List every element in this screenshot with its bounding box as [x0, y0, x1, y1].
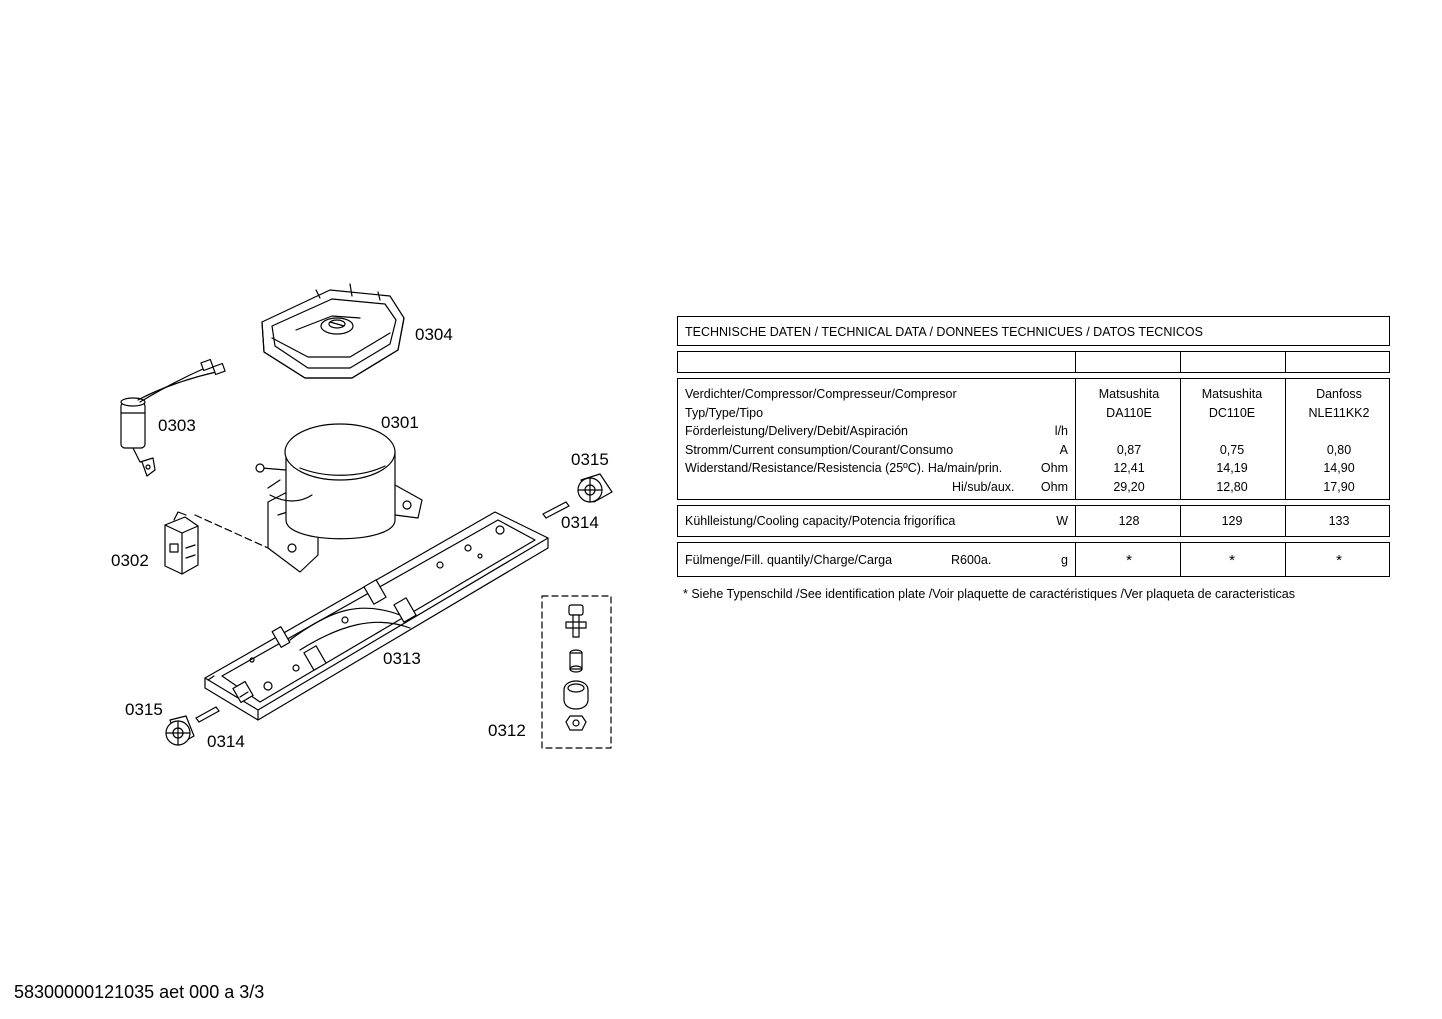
unit-resistance: Ohm — [1040, 461, 1068, 475]
pin-left-part — [195, 706, 220, 723]
col2-current: 0,75 — [1219, 443, 1245, 457]
mounting-kit-part — [541, 595, 612, 749]
row-label-cooling: Kühlleistung/Cooling capacity/Potencia f… — [685, 514, 956, 528]
part-label-0315-right: 0315 — [571, 450, 609, 469]
foot-left-part — [165, 715, 195, 746]
part-label-0303: 0303 — [158, 416, 196, 435]
col1-res-main: 12,41 — [1113, 461, 1145, 475]
capacitor-part — [120, 358, 226, 477]
col1-cooling: 128 — [1118, 514, 1140, 528]
col2-model: DC110E — [1208, 406, 1256, 420]
col1-current: 0,87 — [1116, 443, 1142, 457]
row-label-current: Stromm/Current consumption/Courant/Consu… — [685, 443, 954, 457]
part-label-0302: 0302 — [111, 551, 149, 570]
unit-cooling: W — [1056, 514, 1068, 528]
fill-refrigerant: R600a. — [951, 553, 992, 567]
col3-fill: * — [1336, 552, 1342, 569]
col3-current: 0,80 — [1326, 443, 1352, 457]
table-header-box — [677, 351, 1390, 373]
table-title: TECHNISCHE DATEN / TECHNICAL DATA / DONN… — [685, 325, 1203, 339]
unit-current: A — [1059, 443, 1068, 457]
col3-res-main: 14,90 — [1323, 461, 1355, 475]
fill-quantity-box: Fülmenge/Fill. quantily/Charge/Carga R60… — [677, 542, 1390, 577]
col3-cooling: 133 — [1328, 514, 1350, 528]
row-label-resistance: Widerstand/Resistance/Resistencia (25ºC)… — [685, 461, 1003, 475]
relay-part — [164, 511, 269, 575]
unit-resistance-aux: Ohm — [1040, 480, 1068, 494]
part-label-0315-left: 0315 — [125, 700, 163, 719]
part-label-0314-left: 0314 — [207, 732, 245, 751]
foot-right-part — [577, 473, 613, 503]
col3-res-aux: 17,90 — [1323, 480, 1355, 494]
compressor-data-box: Verdichter/Compressor/Compresseur/Compre… — [677, 378, 1390, 500]
base-rail-part — [204, 511, 549, 721]
row-label-type: Typ/Type/Tipo — [685, 406, 764, 420]
part-label-0304: 0304 — [415, 325, 453, 344]
col1-fill: * — [1126, 552, 1132, 569]
col2-cooling: 129 — [1221, 514, 1243, 528]
compressor-part — [255, 423, 423, 573]
table-footnote: * Siehe Typenschild /See identification … — [683, 587, 1295, 601]
pin-right-part — [542, 501, 570, 519]
col3-model: NLE11KK2 — [1308, 406, 1370, 420]
part-label-0312: 0312 — [488, 721, 526, 740]
cover-tray-part — [261, 283, 405, 379]
col1-maker: Matsushita — [1098, 387, 1160, 401]
col2-maker: Matsushita — [1201, 387, 1263, 401]
col3-maker: Danfoss — [1316, 387, 1362, 401]
col1-res-aux: 29,20 — [1113, 480, 1145, 494]
col2-res-main: 14,19 — [1216, 461, 1248, 475]
unit-delivery: l/h — [1054, 424, 1068, 438]
part-label-0314-right: 0314 — [561, 513, 599, 532]
cooling-capacity-box: Kühlleistung/Cooling capacity/Potencia f… — [677, 505, 1390, 537]
document-code: 58300000121035 aet 000 a 3/3 — [14, 982, 265, 1002]
part-label-0313: 0313 — [383, 649, 421, 668]
col2-fill: * — [1229, 552, 1235, 569]
row-label-delivery: Förderleistung/Delivery/Debit/Aspiración — [685, 424, 909, 438]
col2-res-aux: 12,80 — [1216, 480, 1248, 494]
row-label-fill: Fülmenge/Fill. quantily/Charge/Carga — [685, 553, 893, 567]
col1-model: DA110E — [1106, 406, 1152, 420]
row-label-resistance-aux: Hi/sub/aux. — [952, 480, 1015, 494]
row-label-compressor: Verdichter/Compressor/Compresseur/Compre… — [685, 387, 957, 401]
part-label-0301: 0301 — [381, 413, 419, 432]
table-title-box: TECHNISCHE DATEN / TECHNICAL DATA / DONN… — [677, 316, 1390, 346]
unit-fill: g — [1061, 553, 1068, 567]
